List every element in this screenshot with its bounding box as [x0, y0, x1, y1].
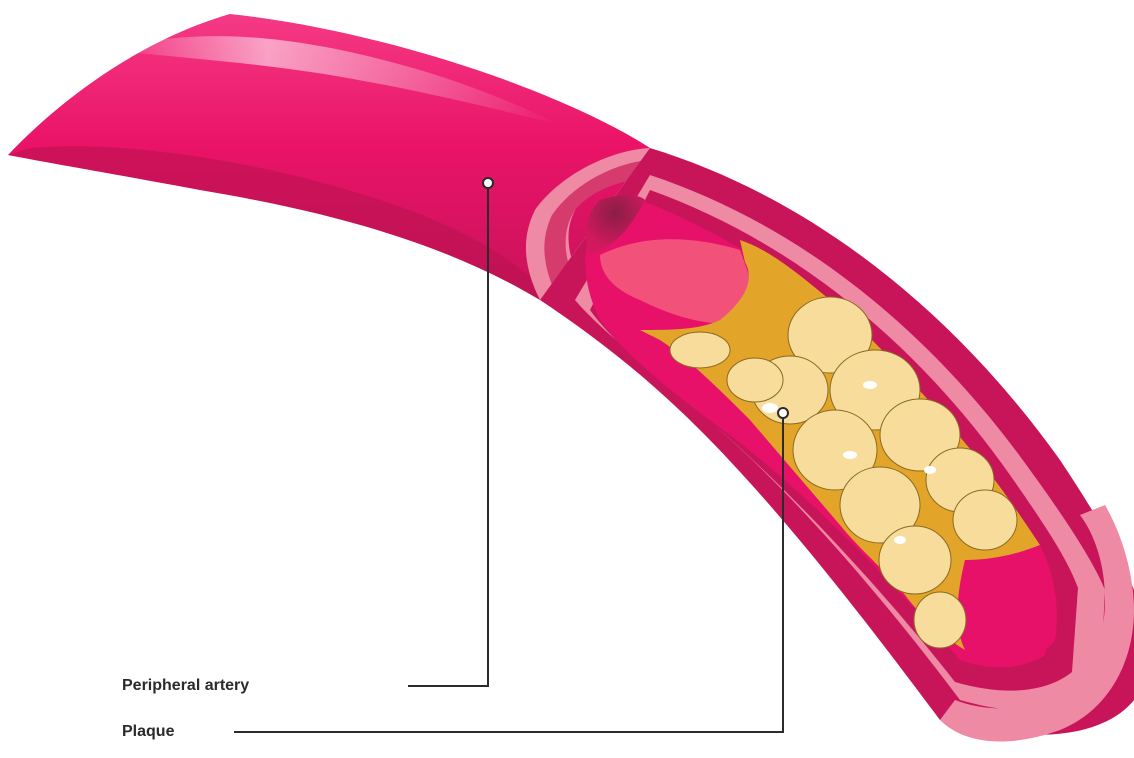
plaque-leader-line	[234, 414, 783, 732]
plaque-label: Plaque	[122, 722, 174, 742]
peripheral-artery-label: Peripheral artery	[122, 676, 249, 696]
artery-pointer-dot	[483, 178, 493, 188]
lumen-opening-lower	[964, 545, 1056, 664]
plaque-pointer-dot	[778, 408, 788, 418]
